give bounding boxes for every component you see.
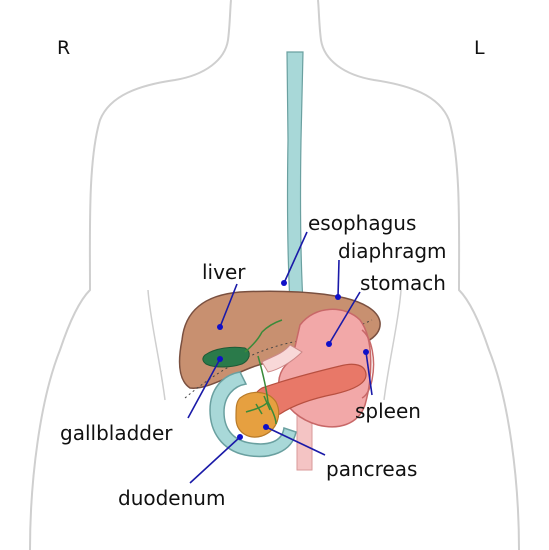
label-diaphragm: diaphragm [338,239,447,263]
label-pancreas: pancreas [326,457,417,481]
label-liver: liver [202,260,246,284]
right-arm-line [384,290,401,400]
left-side-marker: L [474,37,485,59]
label-stomach: stomach [360,271,446,295]
right-side-marker: R [57,37,70,59]
label-gallbladder: gallbladder [60,421,173,445]
label-spleen: spleen [355,399,421,423]
label-esophagus: esophagus [308,211,416,235]
left-arm-line [148,290,165,400]
label-duodenum: duodenum [118,486,225,510]
